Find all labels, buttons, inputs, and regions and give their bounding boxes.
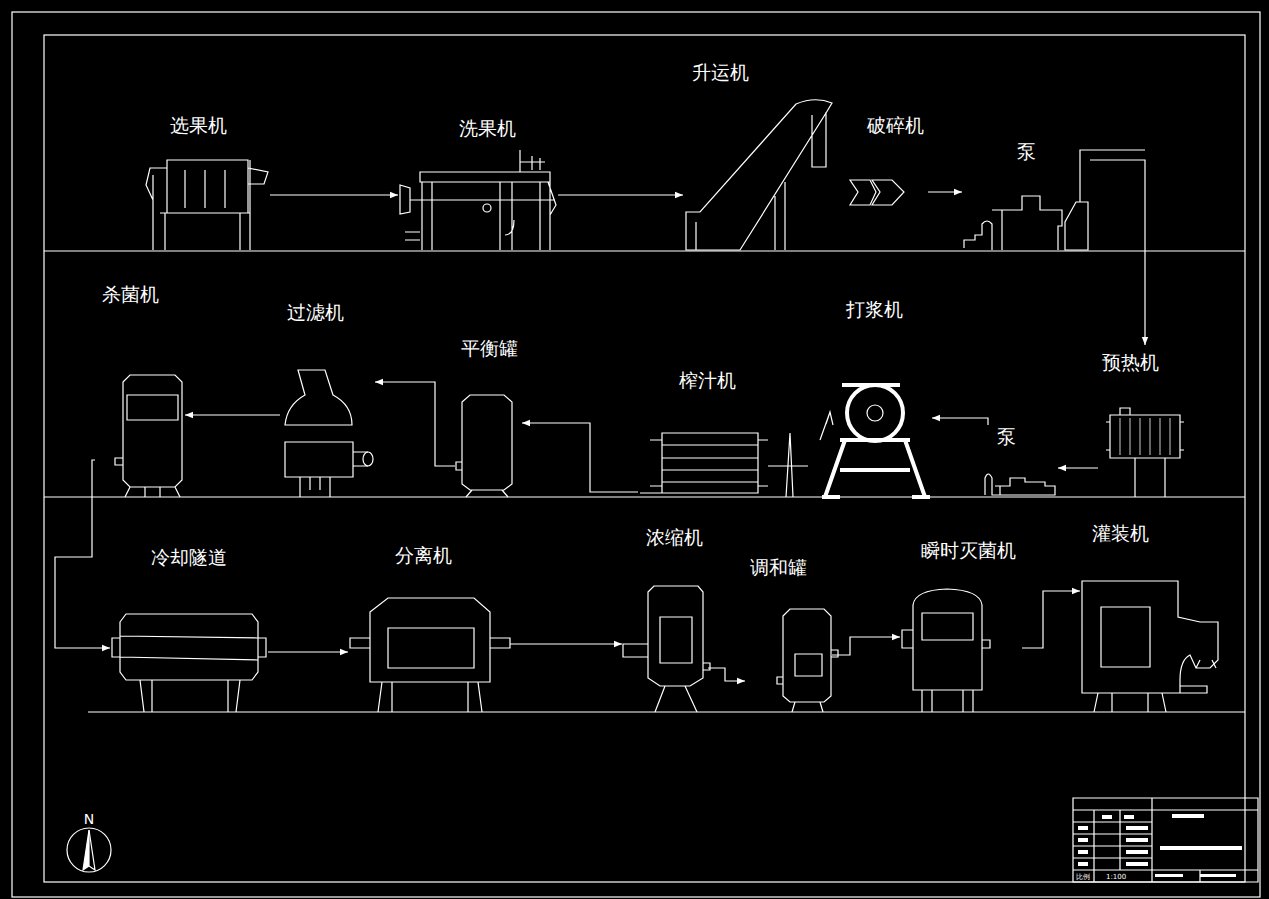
machine-node: 瞬时灭菌机	[900, 539, 1022, 712]
machine-node: 打浆机	[815, 298, 932, 500]
machine-label: 过滤机	[287, 303, 344, 322]
flow-arrow	[1022, 591, 1080, 648]
machine-label: 杀菌机	[102, 285, 159, 304]
machine-node: 平衡罐	[455, 337, 522, 497]
machine-node: 分离机	[348, 543, 510, 712]
flow-arrow	[1058, 467, 1098, 468]
flow-arrow	[708, 668, 745, 681]
machine-node: 冷却隧道	[110, 545, 268, 712]
machine-label: 洗果机	[459, 119, 516, 138]
flow-arrow	[522, 423, 638, 492]
machine-node: 泵	[982, 425, 1058, 497]
flow-arrow	[832, 637, 900, 655]
machine-label: 瞬时灭菌机	[921, 541, 1016, 560]
machine-label: 平衡罐	[461, 339, 518, 358]
flow-arrow	[268, 651, 348, 652]
machine-node: 榨汁机	[638, 368, 808, 495]
machine-node: 杀菌机	[95, 283, 185, 497]
machine-node: 浓缩机	[622, 525, 708, 712]
flow-arrow	[510, 643, 622, 644]
flow-arrow	[932, 418, 988, 425]
north-label: N	[84, 812, 94, 826]
machine-label: 预热机	[1102, 353, 1159, 372]
machine-node: 升运机	[683, 62, 832, 250]
machine-label: 泵	[997, 427, 1016, 446]
machine-node: 洗果机	[398, 118, 558, 250]
machine-label: 泵	[1017, 142, 1036, 161]
flow-arrow	[185, 414, 280, 415]
flow-arrow	[55, 460, 110, 648]
machine-node: 选果机	[140, 115, 270, 250]
flow-arrow	[928, 191, 962, 192]
title-block-text: 1:100	[1106, 874, 1126, 881]
flow-arrow	[270, 194, 398, 195]
flow-arrow	[1090, 160, 1145, 345]
machine-label: 升运机	[692, 63, 749, 82]
machine-label: 分离机	[395, 546, 452, 565]
machine-label: 破碎机	[867, 116, 924, 135]
machine-node: 过滤机	[280, 300, 375, 497]
machine-label: 调和罐	[750, 558, 807, 577]
machine-node: 预热机	[1098, 345, 1183, 497]
machine-node: 调和罐	[745, 556, 832, 712]
machine-label: 选果机	[170, 116, 227, 135]
machine-label: 浓缩机	[646, 528, 703, 547]
machine-label: 打浆机	[846, 300, 903, 319]
machine-label: 冷却隧道	[151, 548, 227, 567]
machine-label: 灌装机	[1092, 524, 1149, 543]
flow-arrow	[558, 194, 683, 195]
machine-node: 灌装机	[1080, 522, 1220, 712]
title-block-text: 比例	[1076, 874, 1090, 881]
machine-node: 破碎机	[848, 115, 928, 207]
machine-label: 榨汁机	[679, 371, 736, 390]
flow-arrow	[375, 382, 455, 466]
machine-node: 泵	[962, 140, 1090, 250]
